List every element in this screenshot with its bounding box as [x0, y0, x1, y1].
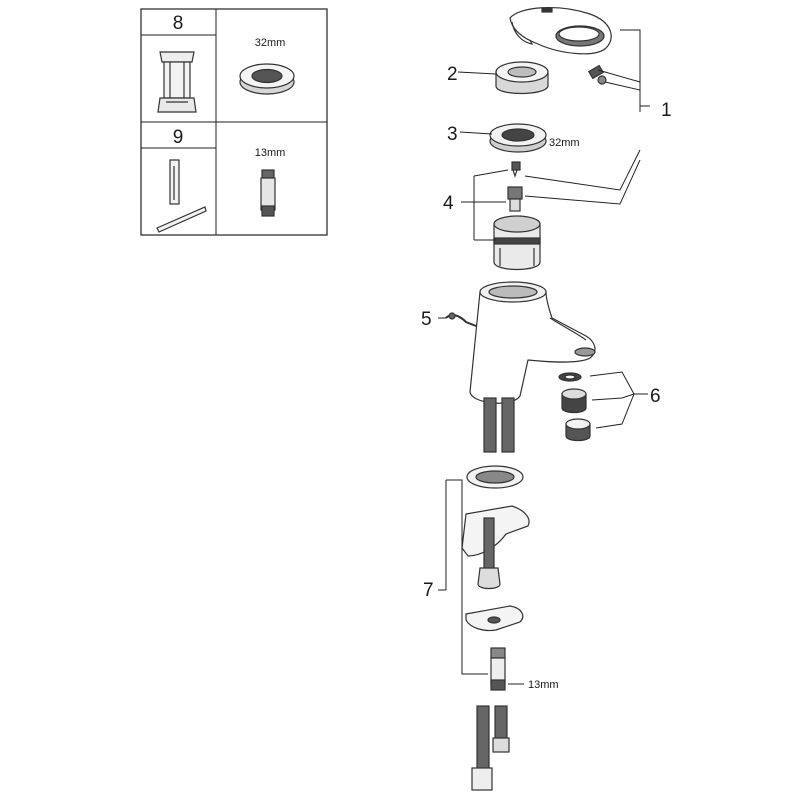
- callout-size-7: 13mm: [528, 679, 559, 691]
- table-size-label: 32mm: [255, 37, 286, 49]
- hex-key-tool-icon: [156, 159, 207, 233]
- callout-number-2: 2: [447, 64, 458, 85]
- socket-tool-icon: [157, 51, 197, 113]
- table-row-number: 8: [173, 13, 184, 34]
- supply-hoses: [471, 705, 510, 791]
- mixer-body: [469, 281, 596, 404]
- table-size-label: 13mm: [255, 147, 286, 159]
- callout-number-1: 1: [661, 100, 672, 121]
- aerator-set: [558, 372, 591, 442]
- grub-screw: [587, 64, 607, 85]
- leader-lines: [438, 29, 650, 685]
- mounting-set: [461, 465, 530, 691]
- lever-handle: [509, 7, 612, 55]
- hex-socket-icon: [260, 169, 276, 217]
- pop-up-rod: [445, 312, 477, 327]
- callout-labels: 1 2 3 32mm 4 5 6 7 13mm: [421, 64, 672, 691]
- table-row-number: 9: [173, 127, 184, 148]
- cap-cover: [495, 61, 549, 95]
- ring-nut-icon: [239, 63, 295, 95]
- callout-size-3: 32mm: [549, 137, 580, 149]
- callout-number-6: 6: [650, 386, 661, 407]
- callout-number-3: 3: [447, 124, 458, 145]
- tools-table: 8 9 32mm 13mm: [140, 8, 328, 236]
- cartridge: [493, 161, 541, 271]
- callout-number-4: 4: [443, 193, 454, 214]
- flex-hose: [483, 397, 515, 453]
- ring-nut: [489, 123, 547, 153]
- callout-number-5: 5: [421, 309, 432, 330]
- callout-number-7: 7: [423, 580, 434, 601]
